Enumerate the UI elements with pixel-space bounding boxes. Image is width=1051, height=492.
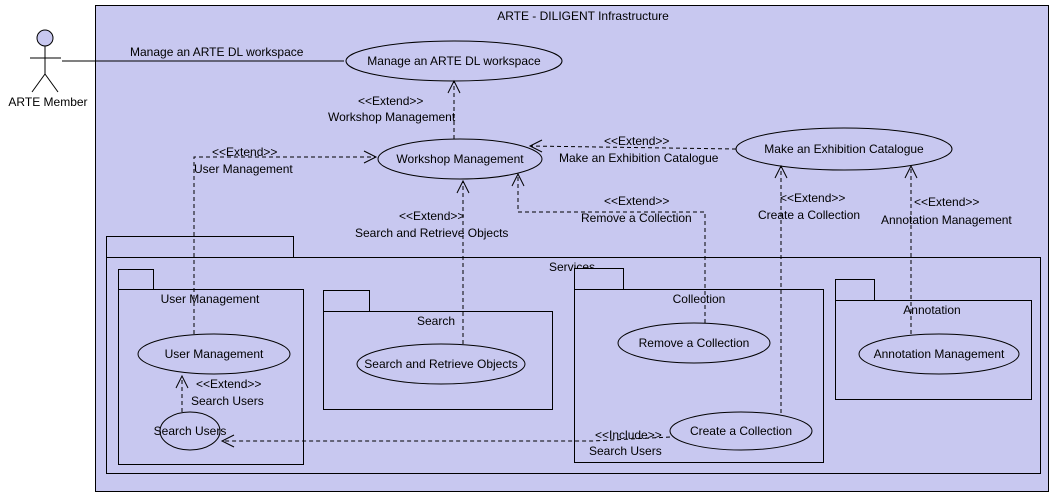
extend-user-mgmt-label: User Management: [194, 162, 293, 176]
annotation-package-tab: [835, 279, 875, 301]
use-case-remove-collection[interactable]: Remove a Collection: [617, 322, 771, 364]
edge-create-to-search-users: [222, 436, 671, 442]
extend-catalogue-label: Make an Exhibition Catalogue: [559, 151, 719, 165]
actor-arte-member[interactable]: ARTE Member: [8, 29, 88, 109]
extend-search-users-stereotype: <<Extend>>: [196, 377, 261, 391]
extend-create-stereotype: <<Extend>>: [780, 191, 845, 205]
association-label: Manage an ARTE DL workspace: [130, 45, 304, 59]
use-case-user-management[interactable]: User Management: [137, 333, 291, 375]
arrowhead-workspace: [447, 79, 461, 94]
extend-workshop-label: Workshop Management: [328, 110, 456, 124]
user-management-package-label: User Management: [161, 292, 260, 306]
extend-search-stereotype: <<Extend>>: [399, 209, 464, 223]
collection-package-label: Collection: [673, 292, 726, 306]
extend-user-mgmt-stereotype: <<Extend>>: [212, 145, 277, 159]
use-case-user-management-label: User Management: [165, 347, 264, 361]
extend-workshop-stereotype: <<Extend>>: [358, 94, 423, 108]
use-case-search-retrieve[interactable]: Search and Retrieve Objects: [356, 343, 526, 385]
services-package-tab: [106, 236, 294, 258]
extend-annotation-stereotype: <<Extend>>: [914, 195, 979, 209]
use-case-create-collection[interactable]: Create a Collection: [669, 411, 813, 451]
extend-create-label: Create a Collection: [758, 208, 860, 222]
arrowhead-remove-workshop: [511, 172, 525, 187]
arrowhead-search-users-user-mgmt: [175, 374, 189, 389]
use-case-make-catalogue-label: Make an Exhibition Catalogue: [764, 142, 924, 156]
use-case-manage-workspace[interactable]: Manage an ARTE DL workspace: [345, 40, 563, 82]
search-package-tab: [323, 290, 370, 312]
extend-remove-stereotype: <<Extend>>: [604, 194, 669, 208]
edge-catalogue-to-workshop: [529, 145, 737, 150]
use-case-search-users[interactable]: Search Users: [154, 411, 227, 451]
collection-package-tab: [574, 268, 624, 290]
use-case-workshop-management[interactable]: Workshop Management: [377, 138, 543, 180]
arrowhead-user-mgmt-workshop: [363, 150, 378, 164]
use-case-create-collection-label: Create a Collection: [690, 424, 792, 438]
use-case-workshop-management-label: Workshop Management: [396, 152, 524, 166]
use-case-search-retrieve-label: Search and Retrieve Objects: [364, 357, 517, 371]
arrowhead-annotation-catalogue: [904, 164, 918, 179]
use-case-manage-workspace-label: Manage an ARTE DL workspace: [367, 54, 541, 68]
arrowhead-catalogue-workshop: [528, 139, 543, 153]
use-case-make-catalogue[interactable]: Make an Exhibition Catalogue: [735, 127, 953, 171]
edge-remove-to-workshop: [517, 174, 706, 323]
extend-annotation-label: Annotation Management: [881, 213, 1012, 227]
actor-name: ARTE Member: [8, 95, 87, 109]
extend-search-label: Search and Retrieve Objects: [355, 226, 508, 240]
use-case-remove-collection-label: Remove a Collection: [639, 336, 750, 350]
actor-head: [36, 29, 54, 47]
annotation-package-label: Annotation: [903, 303, 960, 317]
extend-search-users-label: Search Users: [191, 394, 264, 408]
arrowhead-include-search-users: [220, 434, 235, 448]
use-case-annotation-management-label: Annotation Management: [874, 347, 1005, 361]
use-case-annotation-management[interactable]: Annotation Management: [858, 333, 1020, 375]
use-case-search-users-label: Search Users: [154, 424, 227, 438]
actor-right-leg: [44, 73, 59, 93]
extend-remove-label: Remove a Collection: [581, 211, 692, 225]
include-search-users-stereotype: <<Include>>: [595, 428, 662, 442]
search-package-label: Search: [417, 314, 455, 328]
system-title: ARTE - DILIGENT Infrastructure: [497, 9, 669, 23]
include-search-users-label: Search Users: [589, 444, 662, 458]
extend-catalogue-stereotype: <<Extend>>: [604, 134, 669, 148]
user-management-package-tab: [118, 269, 154, 290]
arrowhead-create-catalogue: [774, 164, 788, 179]
arrowhead-search-workshop: [456, 179, 470, 194]
edge-user-mgmt-to-workshop: [193, 156, 376, 334]
actor-left-leg: [31, 73, 46, 93]
